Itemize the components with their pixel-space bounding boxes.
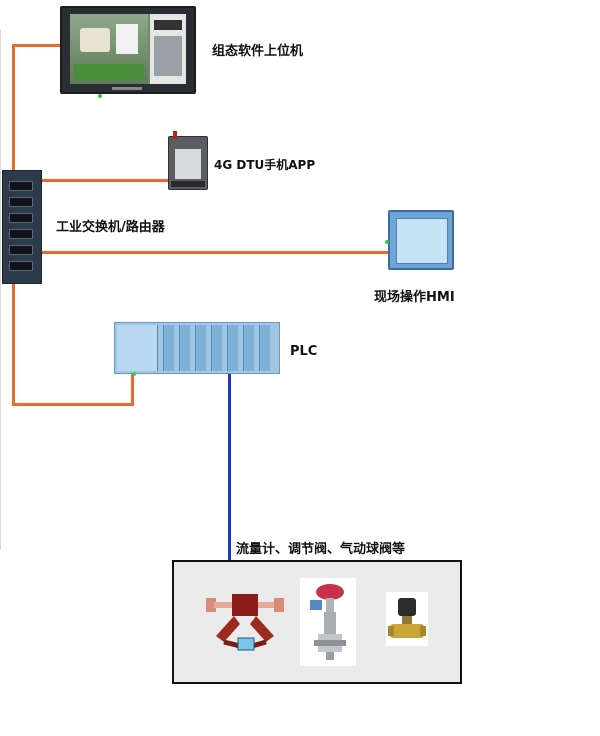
scada-monitor-image bbox=[60, 6, 196, 94]
field-hmi-image bbox=[388, 210, 454, 270]
field-devices-box bbox=[172, 560, 462, 684]
solenoid-valve-image bbox=[386, 592, 428, 646]
label-dtu-app: 4G DTU手机APP bbox=[214, 158, 316, 172]
label-industrial-switch: 工业交换机/路由器 bbox=[56, 220, 165, 235]
hmi-port-dot bbox=[385, 240, 389, 244]
label-scada-software: 组态软件上位机 bbox=[212, 44, 304, 59]
control-valve-image bbox=[300, 578, 356, 666]
monitor-port-dot bbox=[98, 94, 102, 98]
plc-port-dot bbox=[132, 372, 136, 376]
plc-rack-image bbox=[114, 322, 280, 374]
flowmeter-image bbox=[204, 586, 288, 658]
label-plc: PLC bbox=[290, 344, 318, 359]
wire-fieldbus-vertical bbox=[228, 374, 231, 560]
industrial-switch-image bbox=[2, 170, 42, 284]
wire-left-vertical-top bbox=[12, 44, 15, 172]
wire-left-vertical-bottom bbox=[12, 282, 15, 406]
wire-monitor-horizontal bbox=[12, 44, 62, 47]
label-field-devices: 流量计、调节阀、气动球阀等 bbox=[236, 542, 406, 557]
wire-dtu-horizontal bbox=[42, 179, 168, 182]
page-edge-line bbox=[0, 30, 1, 550]
wire-plc-vertical bbox=[131, 374, 134, 406]
wire-hmi-horizontal bbox=[42, 251, 388, 254]
label-field-hmi: 现场操作HMI bbox=[374, 290, 455, 305]
dtu-device-image bbox=[168, 131, 208, 190]
wire-plc-horizontal bbox=[12, 403, 134, 406]
